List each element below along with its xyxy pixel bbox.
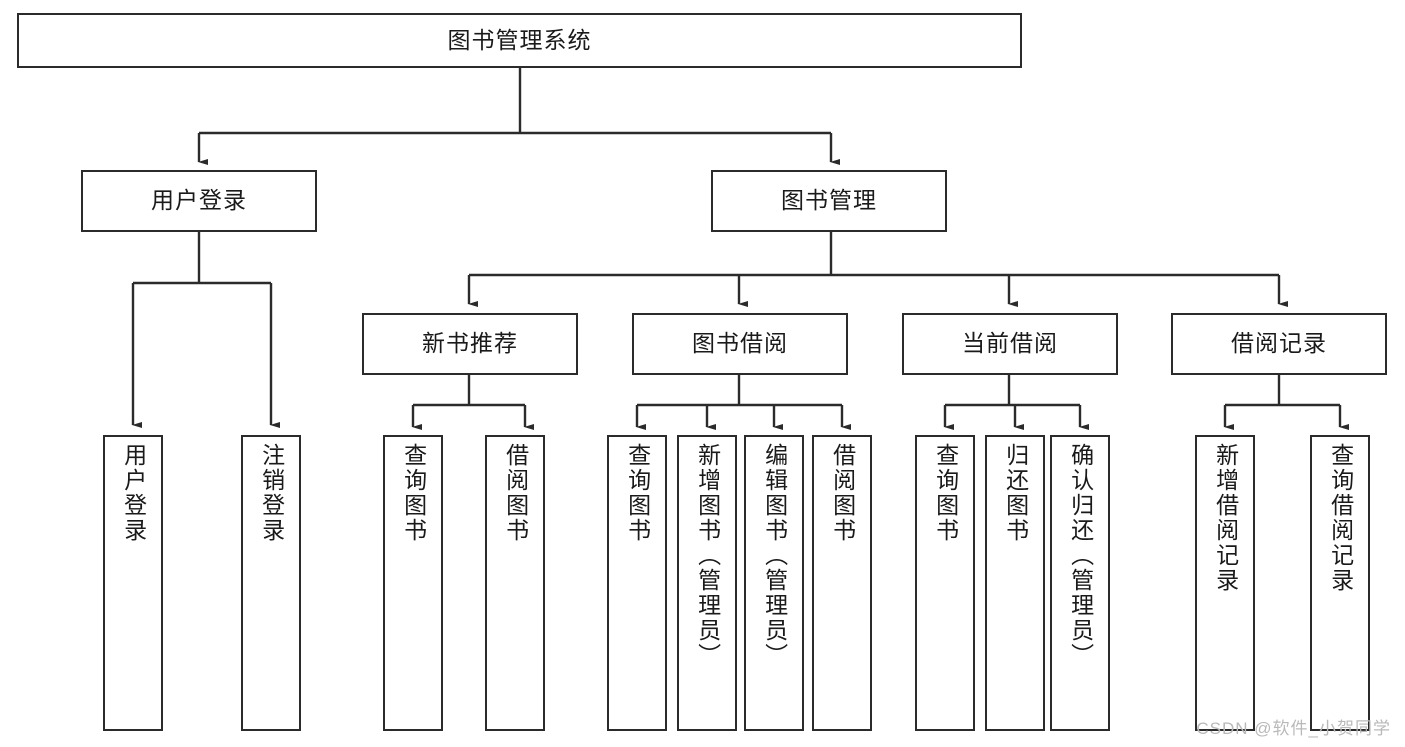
node-leaf-edit-book[interactable]: 编辑图书（管理员）	[744, 435, 804, 731]
node-leaf-borrow-book-recommend[interactable]: 借阅图书	[485, 435, 545, 731]
node-label: 用户登录	[120, 443, 147, 543]
node-book-manage[interactable]: 图书管理	[711, 170, 947, 232]
node-leaf-add-borrow-record[interactable]: 新增借阅记录	[1195, 435, 1255, 731]
node-book-borrow[interactable]: 图书借阅	[632, 313, 848, 375]
node-label: 新增图书（管理员）	[694, 443, 721, 668]
node-current-borrow[interactable]: 当前借阅	[902, 313, 1118, 375]
node-new-book-recommend[interactable]: 新书推荐	[362, 313, 578, 375]
node-leaf-user-logout[interactable]: 注销登录	[241, 435, 301, 731]
node-label: 当前借阅	[962, 330, 1058, 357]
node-label: 图书管理系统	[447, 26, 592, 53]
node-label: 查询借阅记录	[1327, 443, 1354, 593]
node-leaf-return-book[interactable]: 归还图书	[985, 435, 1045, 731]
node-label: 注销登录	[258, 443, 285, 543]
node-leaf-query-book-recommend[interactable]: 查询图书	[383, 435, 443, 731]
node-label: 查询图书	[400, 443, 427, 543]
node-leaf-add-book[interactable]: 新增图书（管理员）	[677, 435, 737, 731]
node-label: 借阅记录	[1231, 330, 1327, 357]
node-leaf-query-book-borrow[interactable]: 查询图书	[607, 435, 667, 731]
node-label: 查询图书	[624, 443, 651, 543]
node-label: 借阅图书	[502, 443, 529, 543]
node-label: 编辑图书（管理员）	[761, 443, 788, 668]
node-root-system[interactable]: 图书管理系统	[17, 13, 1022, 68]
node-label: 新书推荐	[422, 330, 518, 357]
node-label: 图书借阅	[692, 330, 788, 357]
node-label: 用户登录	[151, 187, 247, 214]
node-user-login[interactable]: 用户登录	[81, 170, 317, 232]
node-borrow-record[interactable]: 借阅记录	[1171, 313, 1387, 375]
node-label: 图书管理	[781, 187, 877, 214]
node-label: 归还图书	[1002, 443, 1029, 543]
node-label: 查询图书	[932, 443, 959, 543]
node-label: 新增借阅记录	[1212, 443, 1239, 593]
node-label: 确认归还（管理员）	[1067, 443, 1094, 668]
node-label: 借阅图书	[829, 443, 856, 543]
node-leaf-user-login[interactable]: 用户登录	[103, 435, 163, 731]
node-leaf-query-book-current[interactable]: 查询图书	[915, 435, 975, 731]
node-leaf-confirm-return[interactable]: 确认归还（管理员）	[1050, 435, 1110, 731]
node-leaf-borrow-book[interactable]: 借阅图书	[812, 435, 872, 731]
watermark: CSDN @软件_小贺同学	[1196, 719, 1391, 738]
node-leaf-query-borrow-record[interactable]: 查询借阅记录	[1310, 435, 1370, 731]
